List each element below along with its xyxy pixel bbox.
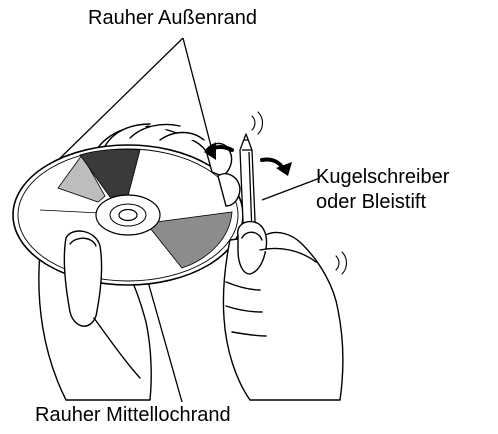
vibration-mark-3 [336, 256, 339, 270]
leader-pen [262, 178, 320, 200]
label-pen-line-2: oder Bleistift [316, 190, 426, 214]
label-pen-line-1: Kugelschreiber [316, 165, 449, 189]
disc [13, 145, 243, 285]
disc-center-hole [119, 210, 137, 221]
vibration-mark-2 [258, 112, 263, 134]
label-rough-center-hole-edge: Rauher Mittellochrand [35, 403, 231, 427]
vibration-mark-4 [342, 252, 347, 274]
label-rough-outer-edge: Rauher Außenrand [88, 6, 257, 30]
right-hand [223, 222, 342, 400]
vibration-mark-1 [252, 116, 255, 130]
